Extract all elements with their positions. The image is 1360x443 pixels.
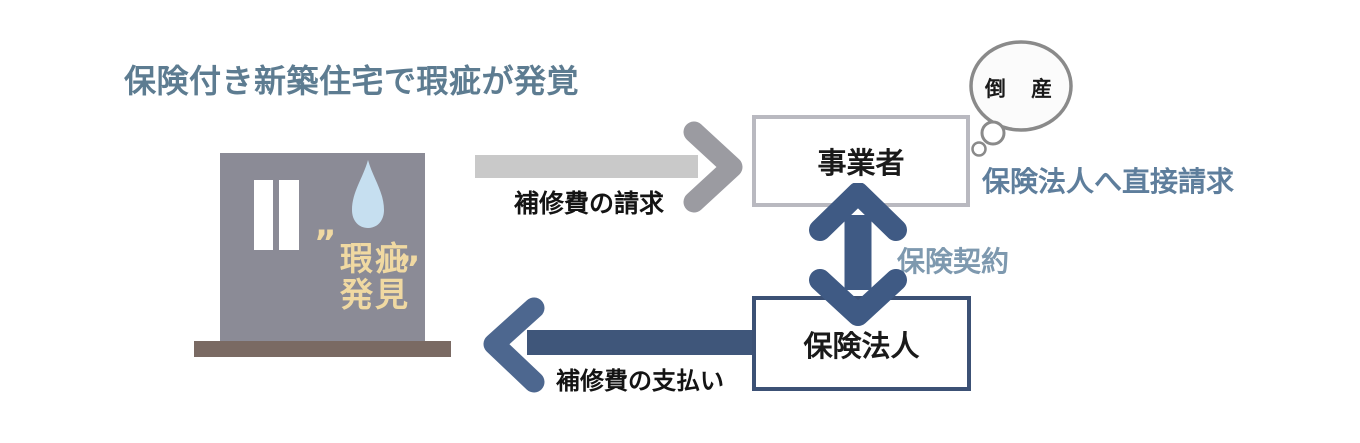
diagram-title: 保険付き新築住宅で瑕疵が発覚 — [124, 62, 580, 100]
builder-box-label: 事業者 — [817, 146, 905, 180]
thought-bubble-icon — [969, 40, 1073, 157]
left-chevron-arrowhead-icon — [483, 297, 545, 393]
water-leak-drop-icon — [352, 160, 384, 228]
house-window-left — [254, 180, 273, 250]
right-chevron-arrowhead-icon — [683, 121, 743, 213]
house-window-right — [279, 180, 299, 250]
defect-open-quote: ” — [314, 223, 337, 263]
bankruptcy-bubble-text: 倒 産 — [984, 77, 1062, 101]
double-vertical-arrow-icon — [809, 183, 907, 326]
defect-found-label: 瑕疵 発見 — [310, 239, 440, 315]
insurer-box-label: 保険法人 — [803, 328, 920, 363]
defect-close-quote: ” — [398, 249, 421, 289]
house-ground-base — [194, 341, 451, 357]
claim-arrow-bar — [475, 155, 698, 178]
defect-found-line2: 発見 — [340, 275, 410, 315]
direct-claim-label: 保険法人へ直接請求 — [982, 165, 1235, 198]
payment-arrow-bar — [527, 330, 753, 355]
contract-arrow-label: 保険契約 — [897, 245, 1010, 278]
payment-arrow-label: 補修費の支払い — [556, 367, 724, 395]
defect-found-line1: 瑕疵 — [340, 239, 410, 278]
claim-arrow-label: 補修費の請求 — [514, 189, 665, 218]
